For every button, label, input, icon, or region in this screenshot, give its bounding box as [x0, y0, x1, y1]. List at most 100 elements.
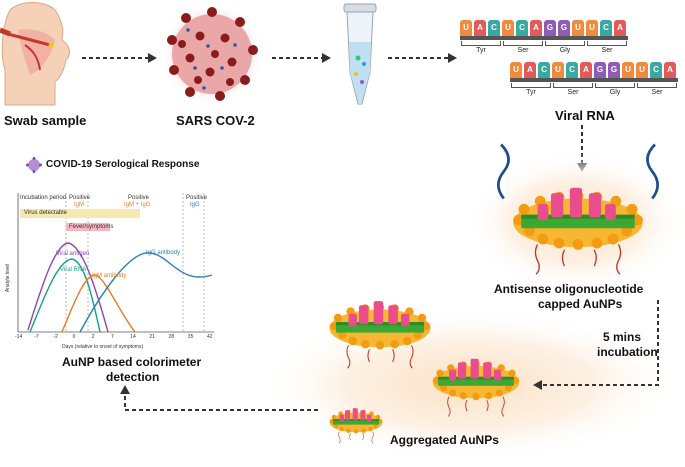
- nucleotide-c: C: [600, 20, 612, 36]
- fever-symptoms-label: Fever/symptoms: [69, 224, 114, 230]
- nucleotide-u: U: [636, 62, 648, 78]
- colorimeter-label-1: AuNP based colorimeter: [62, 355, 202, 369]
- virus-detectable-bar: [20, 209, 140, 218]
- nucleotide-a: A: [664, 62, 676, 78]
- rna-backbone: [460, 36, 628, 40]
- nucleotide-c: C: [566, 62, 578, 78]
- nucleotide-g: G: [544, 20, 556, 36]
- nucleotide-c: C: [650, 62, 662, 78]
- swab-illustration: [0, 0, 75, 110]
- codon-bracket: [553, 83, 593, 88]
- colorimeter-label-2: detection: [106, 370, 160, 384]
- dashed-arrow-3: [388, 53, 457, 63]
- codon-bracket: [511, 83, 551, 88]
- viral-antigen-label: Viral antigen: [56, 251, 90, 257]
- sars-cov-2-virus: [160, 0, 265, 108]
- x-tick-label: 21: [149, 334, 155, 340]
- codon-bracket: [595, 83, 635, 88]
- antisense-label-2: capped AuNPs: [538, 297, 623, 311]
- x-tick-label: 28: [168, 334, 175, 340]
- nucleotide-u: U: [586, 20, 598, 36]
- serology-panel: COVID-19 Serological Response Incubation…: [0, 155, 225, 355]
- microcentrifuge-tube-icon: [343, 3, 377, 105]
- nucleotide-g: G: [594, 62, 606, 78]
- viral-antigen-curve: [27, 242, 109, 333]
- nucleotide-g: G: [558, 20, 570, 36]
- nucleotide-a: A: [530, 20, 542, 36]
- x-tick-label: 42: [207, 334, 213, 340]
- codon-bracket: [503, 41, 543, 46]
- nucleotide-u: U: [460, 20, 472, 36]
- igm-curve: [61, 274, 136, 333]
- aggregated-label: Aggregated AuNPs: [390, 433, 499, 447]
- head-profile-icon: [0, 2, 70, 106]
- codon-label: Ser: [567, 89, 579, 96]
- viral-rna-chart-label: Viral RNA: [60, 267, 87, 273]
- x-tick-label: 7: [111, 334, 114, 340]
- x-tick-label: -7: [34, 334, 39, 340]
- phase-incubation: Incubation period: [20, 195, 67, 201]
- codon-label: Tyr: [476, 47, 486, 54]
- phase-positive-both: Positive: [128, 195, 150, 201]
- sample-tube: [340, 2, 380, 110]
- codon-bracket: [461, 41, 501, 46]
- antisense-aunp: [497, 143, 659, 275]
- sars-cov-2-label: SARS COV-2: [176, 113, 255, 128]
- phase-positive-igg-sub: IgG: [190, 202, 200, 208]
- rna-backbone: [510, 78, 678, 82]
- nucleotide-c: C: [516, 20, 528, 36]
- codon-label: Gly: [609, 89, 621, 96]
- codon-label: Gly: [559, 47, 571, 54]
- nucleotide-u: U: [622, 62, 634, 78]
- codon-bracket: [587, 41, 627, 46]
- serology-chart: [17, 193, 214, 333]
- nucleotide-a: A: [580, 62, 592, 78]
- dashed-arrow-2: [272, 53, 331, 63]
- igg-curve: [79, 252, 213, 333]
- x-tick-label: -2: [53, 334, 58, 340]
- codon-label: Ser: [601, 47, 613, 54]
- codon-label: Ser: [651, 89, 663, 96]
- igg-antibody-label: IgG antibody: [146, 250, 181, 256]
- nucleotide-a: A: [614, 20, 626, 36]
- x-tick-label: 2: [91, 334, 95, 340]
- nucleotide-u: U: [572, 20, 584, 36]
- x-axis-label: Days (relative to onset of symptoms): [62, 344, 144, 350]
- dashed-arrow-to-colorimeter: [120, 385, 318, 411]
- virus-detectable-label: Virus detectable: [24, 210, 67, 216]
- dashed-arrow-1: [82, 53, 157, 63]
- nucleotide-c: C: [488, 20, 500, 36]
- nucleotide-u: U: [552, 62, 564, 78]
- virus-icon: [160, 2, 264, 106]
- viral-rna-curve: [29, 258, 101, 333]
- igm-antibody-label: IgM antibody: [92, 273, 127, 279]
- phase-positive-igm-sub: IgM: [74, 202, 85, 208]
- x-tick-label: -14: [15, 334, 23, 340]
- nucleotide-a: A: [524, 62, 536, 78]
- nucleotide-c: C: [538, 62, 550, 78]
- x-tick-label: 0: [72, 334, 76, 340]
- phase-positive-igm: Positive: [69, 195, 91, 201]
- dashed-arrow-incubation: [533, 300, 659, 390]
- codon-label: Ser: [517, 47, 529, 54]
- phase-positive-both-sub: IgM + IgG: [124, 202, 151, 208]
- antisense-label-1: Antisense oligonucleotide: [494, 282, 644, 296]
- codon-bracket: [545, 41, 585, 46]
- virus-small-icon: [26, 157, 42, 173]
- serology-title: COVID-19 Serological Response: [46, 159, 200, 170]
- fever-symptoms-bar: [66, 223, 110, 231]
- incubation-label-2: incubation: [597, 345, 658, 359]
- nucleotide-u: U: [510, 62, 522, 78]
- codon-bracket: [637, 83, 677, 88]
- viral-rna-label: Viral RNA: [555, 108, 615, 123]
- codon-label: Tyr: [526, 89, 536, 96]
- incubation-label-1: 5 mins: [603, 330, 642, 344]
- nucleotide-u: U: [502, 20, 514, 36]
- nucleotide-g: G: [608, 62, 620, 78]
- x-tick-label: 35: [187, 334, 194, 340]
- nucleotide-a: A: [474, 20, 486, 36]
